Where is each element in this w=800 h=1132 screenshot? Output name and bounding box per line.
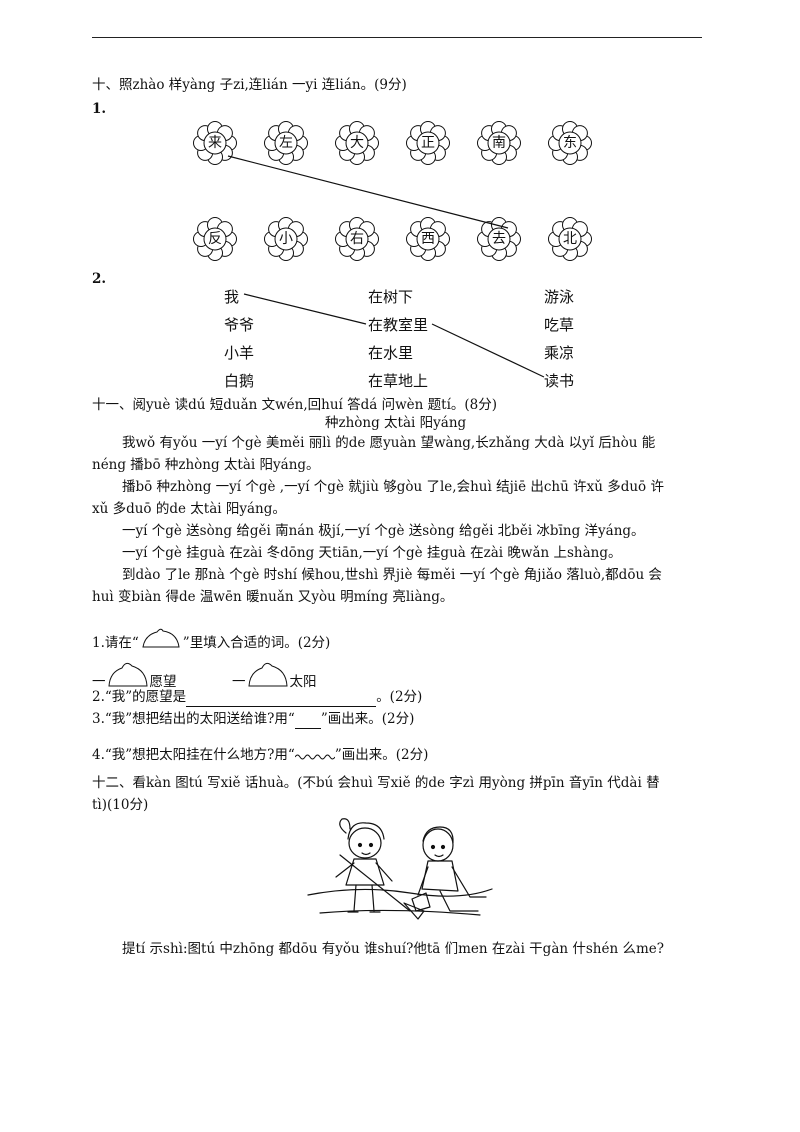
header-rule (92, 37, 702, 38)
question-4: 4.“我”想把太阳挂在什么地方?用“”画出来。(2分) (92, 747, 429, 763)
q2-number: 2. (92, 271, 107, 287)
passage-line: 一yí 个gè 送sòng 给gěi 南nán 极jí,一yí 个gè 送sòn… (122, 523, 645, 539)
match-word[interactable]: 读书 (544, 372, 575, 390)
question-1-blank-1: 一愿望 (92, 660, 177, 691)
section-12-title-cont: tì)(10分) (92, 797, 149, 813)
flower-character[interactable]: 大 (334, 120, 380, 166)
example-line-2 (243, 293, 367, 325)
flower-character-label: 小 (279, 231, 293, 247)
children-sweeping-illustration (307, 818, 493, 920)
peach-icon (142, 628, 180, 648)
match-word[interactable]: 小羊 (224, 344, 255, 362)
flower-icon (193, 217, 237, 261)
flower-character[interactable]: 北 (547, 216, 593, 262)
flower-character-label: 南 (492, 135, 506, 151)
flower-icon (548, 121, 592, 165)
section-11-title: 十一、阅yuè 读dú 短duǎn 文wén,回huí 答dá 问wèn 题tí… (92, 397, 498, 413)
wavy-underline-icon (294, 754, 335, 760)
flower-character[interactable]: 右 (334, 216, 380, 262)
flower-character[interactable]: 来 (192, 120, 238, 166)
passage-line: xǔ 多duō 的de 太tài 阳yáng。 (92, 501, 286, 517)
peach-blank-2[interactable] (246, 660, 290, 690)
answer-blank[interactable] (186, 688, 377, 707)
example-line-3 (431, 323, 545, 378)
peach-blank-1[interactable] (106, 660, 150, 690)
flower-character-label: 北 (563, 231, 577, 247)
flower-character[interactable]: 小 (263, 216, 309, 262)
flower-icon (335, 121, 379, 165)
flower-character[interactable]: 东 (547, 120, 593, 166)
match-word[interactable]: 游泳 (544, 288, 575, 306)
passage-line: néng 播bō 种zhòng 太tài 阳yáng。 (92, 457, 320, 473)
flower-character-label: 正 (421, 135, 435, 151)
flower-character-label: 右 (350, 231, 364, 247)
flower-character-label: 反 (208, 231, 222, 247)
flower-character[interactable]: 正 (405, 120, 451, 166)
match-word[interactable]: 吃草 (544, 316, 575, 334)
question-1-blank-2: 一太阳 (232, 660, 317, 691)
q1-number: 1. (92, 101, 107, 117)
section-10-title: 十、照zhào 样yàng 子zi,连lián 一yi 连lián。(9分) (92, 77, 407, 93)
match-word[interactable]: 白鹅 (224, 372, 255, 390)
match-word[interactable]: 爷爷 (224, 316, 255, 334)
flower-character-label: 去 (492, 231, 506, 247)
question-2: 2.“我”的愿望是 。(2分) (92, 688, 423, 707)
section-12-title: 十二、看kàn 图tú 写xiě 话huà。(不bú 会huì 写xiě 的de… (92, 775, 660, 791)
passage-line: 播bō 种zhòng 一yí 个gè ,一yí 个gè 就jiù 够gòu 了l… (122, 479, 664, 495)
match-word[interactable]: 在树下 (368, 288, 414, 306)
flower-icon (548, 217, 592, 261)
flower-icon (477, 121, 521, 165)
passage-title: 种zhòng 太tài 阳yáng (325, 415, 467, 431)
flower-character[interactable]: 左 (263, 120, 309, 166)
flower-character-label: 左 (279, 135, 293, 151)
match-word[interactable]: 我 (224, 288, 240, 306)
question-3: 3.“我”想把结出的太阳送给谁?用“ ”画出来。(2分) (92, 710, 415, 729)
flower-character-label: 西 (421, 231, 435, 247)
match-word[interactable]: 在草地上 (368, 372, 429, 390)
passage-line: 到dào 了le 那nà 个gè 时shí 候hou,世shì 界jiè 每mě… (122, 567, 662, 583)
flower-character[interactable]: 南 (476, 120, 522, 166)
passage-line: huì 变biàn 得de 温wēn 暖nuǎn 又yòu 明míng 亮lià… (92, 589, 454, 605)
flower-character-label: 来 (208, 135, 222, 151)
underline-sample (294, 710, 321, 729)
flower-icon (193, 121, 237, 165)
question-1: 1.请在“”里填入合适的词。(2分) (92, 627, 330, 652)
match-word[interactable]: 在水里 (368, 344, 414, 362)
flower-character[interactable]: 去 (476, 216, 522, 262)
writing-hint: 提tí 示shì:图tú 中zhōng 都dōu 有yǒu 谁shuí?他tā … (122, 941, 664, 957)
passage-line: 一yí 个gè 挂guà 在zài 冬dōng 天tiān,一yí 个gè 挂g… (122, 545, 622, 561)
flower-character[interactable]: 反 (192, 216, 238, 262)
match-word[interactable]: 在教室里 (368, 316, 429, 334)
flower-character-label: 东 (563, 135, 577, 151)
flower-character[interactable]: 西 (405, 216, 451, 262)
match-word[interactable]: 乘凉 (544, 344, 575, 362)
flower-character-label: 大 (350, 135, 364, 151)
passage-line: 我wǒ 有yǒu 一yí 个gè 美měi 丽lì 的de 愿yuàn 望wàn… (122, 435, 656, 451)
